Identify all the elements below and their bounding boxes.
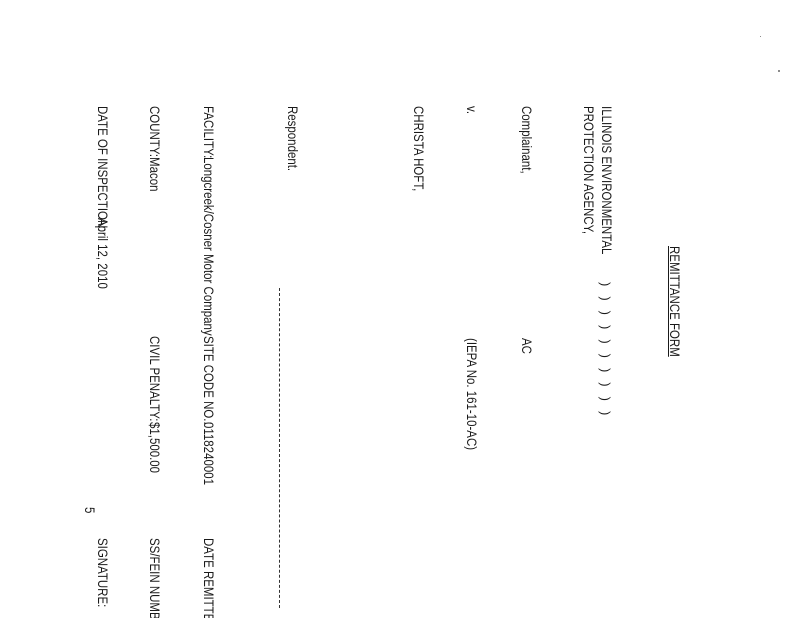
signature-label: SIGNATURE: bbox=[95, 538, 111, 608]
form-title: REMITTANCE FORM bbox=[667, 246, 683, 357]
respondent-name: CHRISTA HOFT, bbox=[411, 106, 427, 192]
complainant-label: Complainant, bbox=[519, 106, 535, 174]
ac-label: AC bbox=[519, 338, 535, 354]
county-value: Macon bbox=[147, 157, 163, 192]
civil-penalty-value: $1,500.00 bbox=[147, 422, 163, 474]
site-code-value: 0118240001 bbox=[201, 422, 217, 485]
respondent-label: Respondent. bbox=[285, 106, 301, 172]
site-code-label: SITE CODE NO.: bbox=[201, 336, 217, 425]
case-number: (IEPA No. 161-10-AC) bbox=[464, 338, 480, 451]
facility-value: Longcreek/Cosner Motor Company bbox=[201, 157, 217, 336]
caption-parentheses-lower bbox=[277, 288, 290, 608]
caption-parentheses: )))))))))) bbox=[598, 282, 613, 426]
page-number: 5 bbox=[82, 507, 98, 514]
agency-name-line1: ILLINOIS ENVIRONMENTAL bbox=[599, 106, 615, 255]
ss-fein-number-label: SS/FEIN NUMBER: bbox=[147, 538, 163, 618]
inspection-date-value: April 12, 2010 bbox=[95, 218, 111, 289]
civil-penalty-label: CIVIL PENALTY: bbox=[147, 336, 163, 422]
county-label: COUNTY: bbox=[147, 106, 163, 158]
facility-label: FACILITY: bbox=[201, 106, 217, 159]
agency-name-line2: PROTECTION AGENCY, bbox=[581, 106, 597, 235]
scan-speck bbox=[760, 36, 761, 37]
scan-speck bbox=[778, 70, 780, 72]
inspection-date-label: DATE OF INSPECTION: bbox=[95, 106, 111, 232]
date-remitted-label: DATE REMITTED: bbox=[201, 538, 217, 618]
versus-label: v. bbox=[464, 106, 480, 115]
